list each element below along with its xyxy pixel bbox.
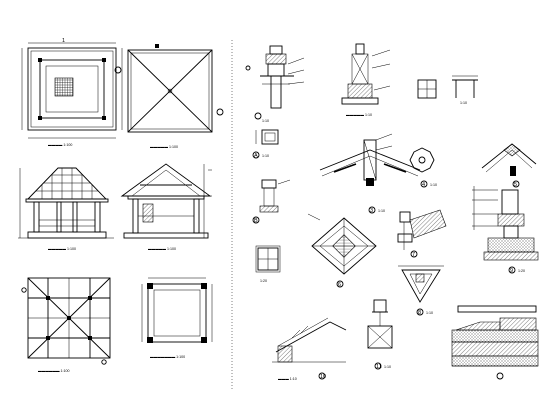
detail-9-label: 9 <box>510 268 513 274</box>
svg-text:1:10: 1:10 <box>426 311 433 315</box>
svg-text:1: 1 <box>62 38 65 44</box>
corner-plan-detail: 8 1:10 <box>398 265 444 316</box>
detail-8-label: 8 <box>418 310 421 316</box>
svg-text:1:10: 1:10 <box>460 101 467 105</box>
eave-detail: 5 <box>481 143 537 188</box>
section-elevation: ▬▬▬▬▬ 1:100 <box>120 163 212 251</box>
roof-plan-caption: ▬▬▬▬▬ 1:100 <box>150 145 178 149</box>
svg-text:▬▬▬▬▬▬ 1:100: ▬▬▬▬▬▬ 1:100 <box>38 369 70 373</box>
foundation-section: 9 1:20 <box>472 186 539 274</box>
detail-5-label: 5 <box>514 182 517 188</box>
detail-3-label: 3 <box>370 208 373 214</box>
svg-text:▬▬▬▬▬ 1:100: ▬▬▬▬▬ 1:100 <box>48 247 76 251</box>
svg-text:1:10: 1:10 <box>262 119 269 123</box>
joint-plan-detail: 6 <box>307 213 377 288</box>
svg-text:1:10: 1:10 <box>378 209 385 213</box>
column-base-detail: ▬▬▬▬▬ 1:10 <box>341 43 391 117</box>
svg-text:1:20: 1:20 <box>518 269 525 273</box>
finial-octagon-detail: 4 1:10 <box>409 147 437 188</box>
svg-text:1:10: 1:10 <box>262 154 269 158</box>
bracket-detail: 7 <box>397 209 447 258</box>
floor-plan-caption: ▬▬▬▬ 1:100 <box>48 143 72 147</box>
svg-text:1:10: 1:10 <box>384 365 391 369</box>
svg-text:1:20: 1:20 <box>260 279 267 283</box>
svg-text:▬▬▬▬▬▬▬ 1:100: ▬▬▬▬▬▬▬ 1:100 <box>150 355 185 359</box>
detail-11-label: 11 <box>376 364 382 370</box>
detail-a: A 1:10 <box>252 129 279 159</box>
foundation-plan: ▬▬▬▬▬▬▬ 1:100 <box>141 277 213 359</box>
detail-a-label: A <box>254 153 258 159</box>
rafter-section: ▬▬▬ 1:10 10 <box>272 317 347 381</box>
paving-section <box>451 305 539 380</box>
svg-text:▬▬▬▬▬ 1:100: ▬▬▬▬▬ 1:100 <box>148 247 176 251</box>
beam-plan: ▬▬▬▬▬▬ 1:100 <box>21 277 111 373</box>
svg-text:▬▬▬▬▬ 1:10: ▬▬▬▬▬ 1:10 <box>346 113 372 117</box>
detail-b: B <box>252 179 291 224</box>
detail-6-label: 6 <box>338 282 341 288</box>
detail-10-label: 10 <box>320 374 326 380</box>
roof-plan: ▬▬▬▬▬ 1:100 <box>114 44 224 149</box>
svg-text:▬▬▬ 1:10: ▬▬▬ 1:10 <box>278 377 297 381</box>
bench-detail: 1:10 <box>417 75 478 105</box>
svg-text:1:10: 1:10 <box>430 183 437 187</box>
ridge-detail: 3 1:10 <box>319 133 421 214</box>
front-elevation: ▬▬▬▬▬ 1:100 <box>18 167 114 251</box>
detail-7-label: 7 <box>412 252 415 258</box>
column-cap-elevation: 11 1:10 <box>367 299 393 370</box>
window-detail: 1:20 <box>255 245 281 283</box>
floor-plan: ▬▬▬▬ 1:100 1 <box>21 38 123 147</box>
detail-b-label: B <box>254 218 258 224</box>
detail-4-label: 4 <box>422 182 425 188</box>
column-top-detail: 1:10 <box>245 45 305 123</box>
